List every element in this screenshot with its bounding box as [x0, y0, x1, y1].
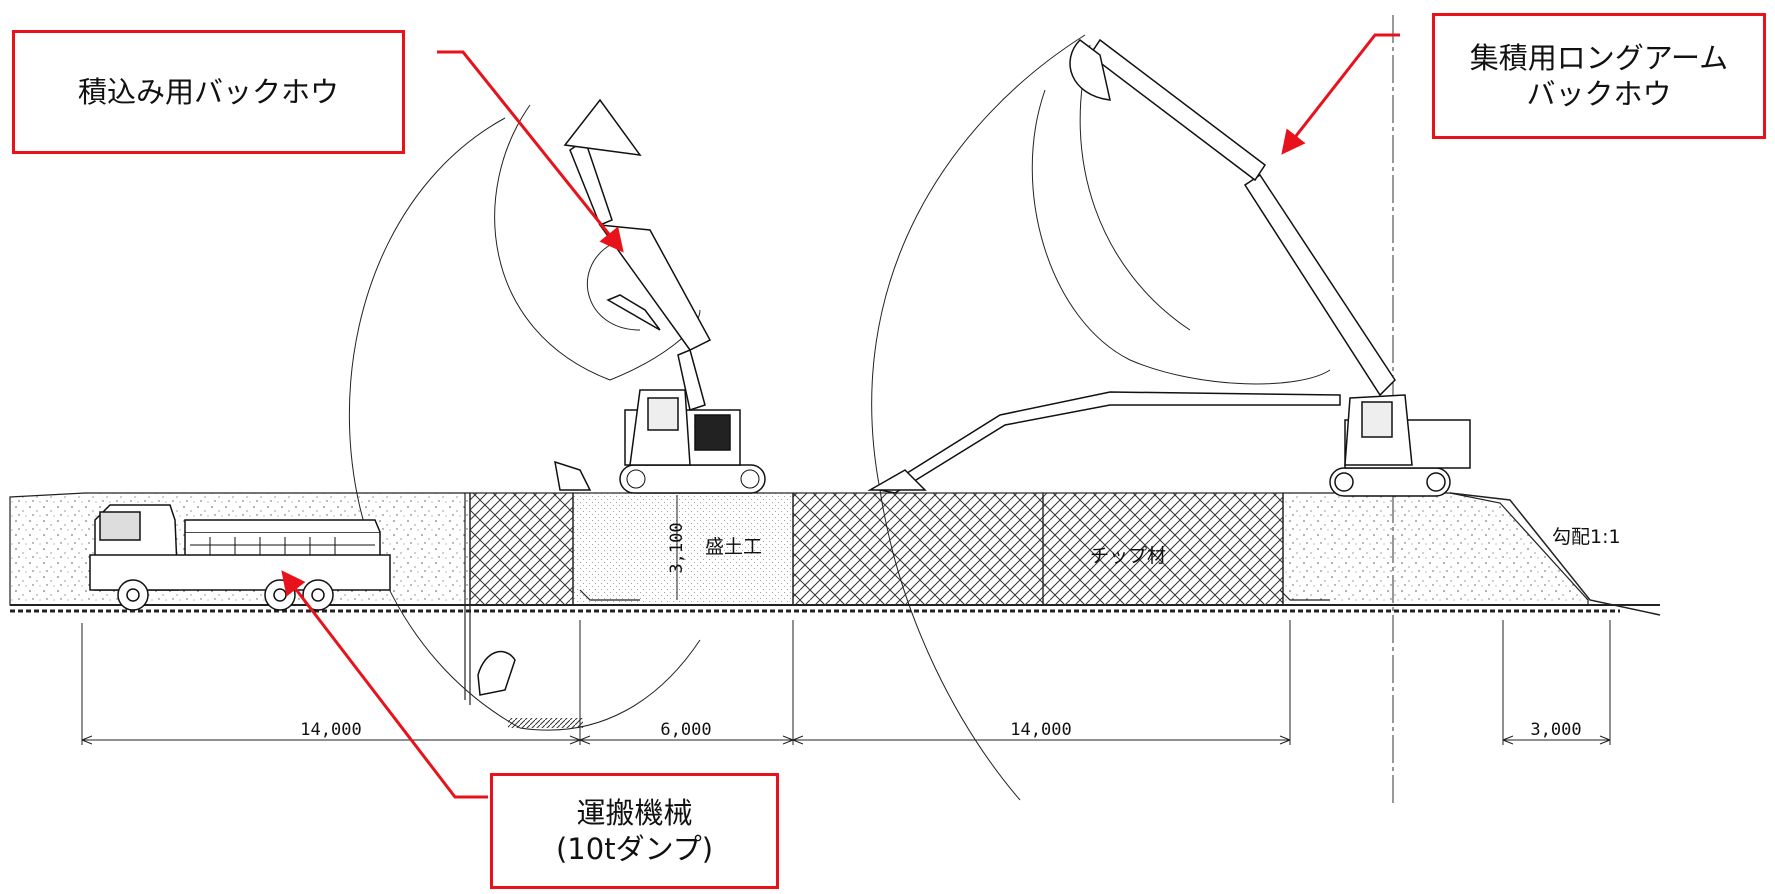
loading-backhoe-illustration [554, 98, 766, 494]
transport-machine-callout: 運搬機械 (10tダンプ) [490, 773, 779, 889]
long-arm-label-line2: バックホウ [1526, 77, 1672, 111]
dump-truck-illustration [89, 504, 391, 611]
reach-arcs [348, 34, 1331, 801]
long-arm-backhoe-callout: 集積用ロングアーム バックホウ [1432, 13, 1766, 139]
dimension-lines [81, 495, 1611, 745]
loading-backhoe-callout: 積込み用バックホウ [12, 30, 405, 154]
long-arm-backhoe-illustration [867, 38, 1471, 497]
dim-label-4: 3,000 [1530, 720, 1581, 740]
callout-leaders [281, 33, 1400, 799]
loading-backhoe-label: 積込み用バックホウ [77, 74, 339, 109]
bucket-below-ground [477, 650, 516, 696]
slope-line [1449, 492, 1661, 616]
chip-material-label: チップ材 [1090, 545, 1166, 567]
dim-label-2: 6,000 [660, 720, 711, 740]
height-dimension-label: 3,100 [667, 522, 687, 573]
embankment-label: 盛土工 [705, 536, 762, 558]
dim-label-1: 14,000 [300, 720, 361, 740]
transport-label-line2: (10tダンプ) [555, 832, 714, 866]
transport-label-line1: 運搬機械 [576, 795, 693, 830]
slope-ratio-label: 勾配1:1 [1552, 526, 1621, 548]
long-arm-label-line1: 集積用ロングアーム [1469, 40, 1729, 75]
dim-label-3: 14,000 [1010, 720, 1071, 740]
